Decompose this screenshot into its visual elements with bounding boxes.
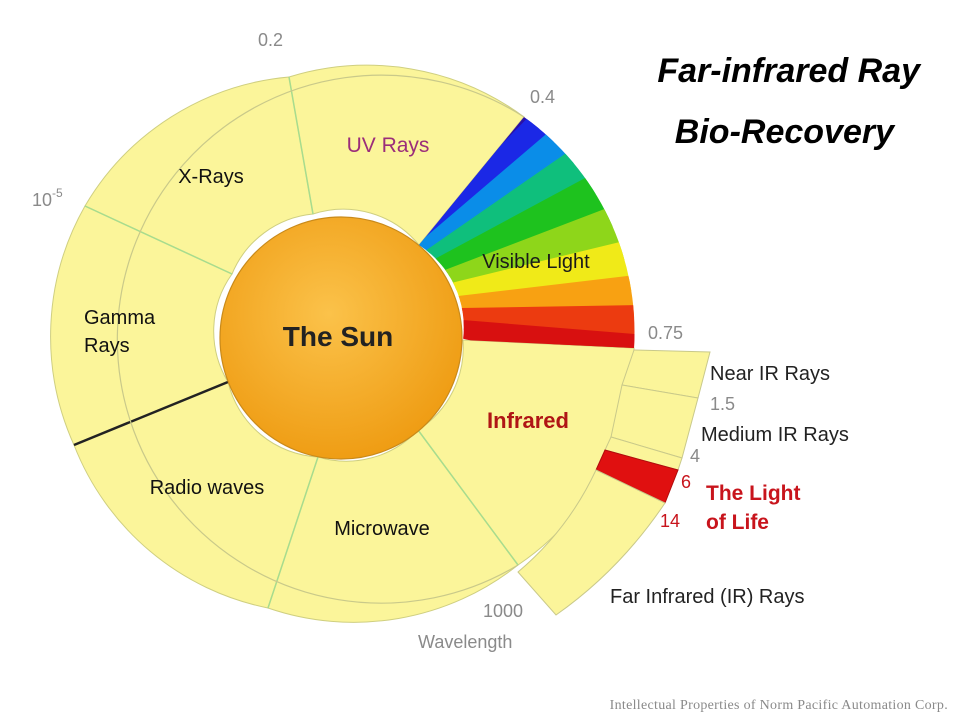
- tick-0-75: 0.75: [648, 323, 683, 343]
- copyright-footer: Intellectual Properties of Norm Pacific …: [609, 698, 948, 713]
- tick-6: 6: [681, 472, 691, 492]
- label-life-line1: The Light: [706, 482, 800, 505]
- tick-0-4: 0.4: [530, 87, 555, 107]
- axis-label-wavelength: Wavelength: [418, 632, 512, 652]
- tick-1000: 1000: [483, 601, 523, 621]
- tick-1-5: 1.5: [710, 394, 735, 414]
- title-line-2: Bio-Recovery: [674, 113, 894, 151]
- title-line-1: Far-infrared Ray: [657, 52, 920, 90]
- label-infrared: Infrared: [487, 408, 569, 433]
- label-gamma-line1: Gamma: [84, 307, 156, 329]
- sector-radio-waves: [73, 381, 319, 609]
- label-life-line2: of Life: [706, 511, 769, 534]
- sun-label: The Sun: [283, 321, 393, 352]
- ir-band-far: [517, 469, 666, 616]
- tick-0-2: 0.2: [258, 30, 283, 50]
- outer-rim: [116, 74, 525, 604]
- label-visible-light: Visible Light: [482, 251, 590, 273]
- wavelength-ticks: 0.2 0.4 10-5 0.75 1.5 4 6 14 1000 Wavele…: [32, 30, 735, 652]
- sun-disc: [219, 216, 463, 460]
- sector-x-rays: [84, 76, 314, 275]
- label-far-ir: Far Infrared (IR) Rays: [610, 586, 804, 608]
- label-radio-waves: Radio waves: [150, 477, 265, 499]
- label-uv-rays: UV Rays: [347, 134, 430, 157]
- tick-4: 4: [690, 446, 700, 466]
- tick-1e-5: 10-5: [32, 186, 63, 210]
- sector-uv-rays: [288, 64, 525, 246]
- label-microwave: Microwave: [334, 518, 430, 540]
- sector-gamma-rays: [50, 205, 233, 446]
- gamma-radio-divider: [73, 380, 229, 447]
- label-near-ir: Near IR Rays: [710, 363, 830, 385]
- label-gamma-line2: Rays: [84, 335, 130, 357]
- sector-dividers: [84, 76, 519, 609]
- sector-microwave: [267, 429, 519, 623]
- label-medium-ir: Medium IR Rays: [701, 424, 849, 446]
- tick-14: 14: [660, 511, 680, 531]
- label-x-rays: X-Rays: [178, 166, 244, 188]
